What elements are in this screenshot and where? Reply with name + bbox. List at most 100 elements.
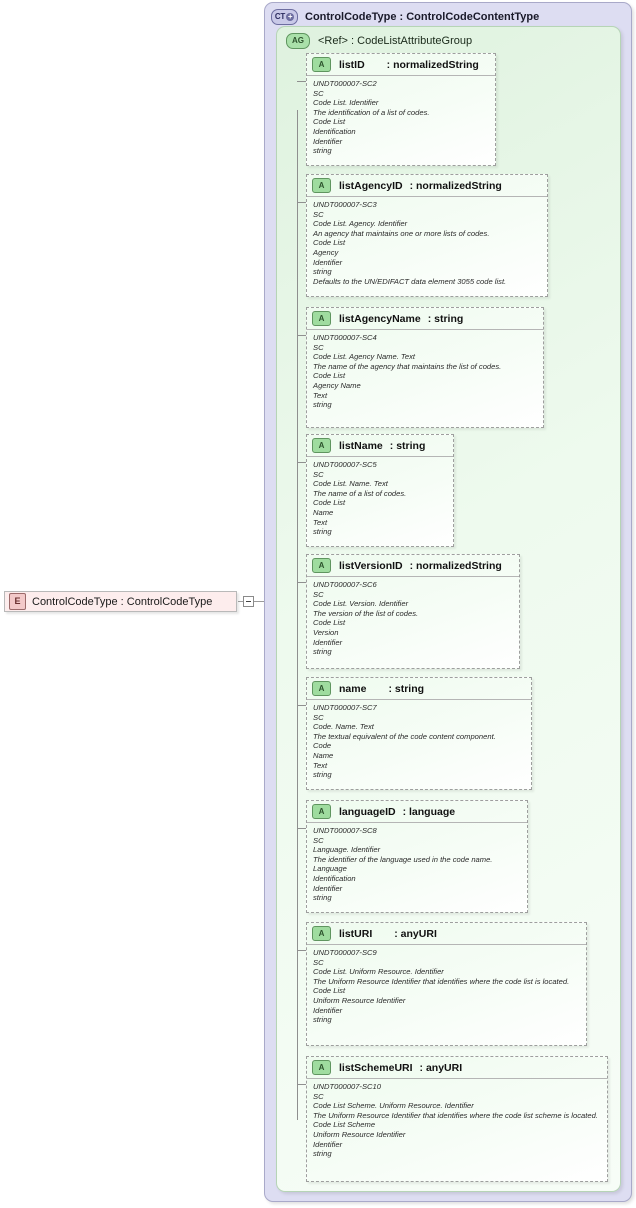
attribute-doc-line: UNDT000007-SC2	[313, 79, 377, 88]
attribute-doc-line: UNDT000007-SC3	[313, 200, 377, 209]
attribute-doc-line: The name of the agency that maintains th…	[313, 361, 502, 371]
attribute-doc-line: Agency Name	[313, 380, 361, 390]
attribute-doc-line: Identifier	[313, 1005, 343, 1015]
expand-plus-icon[interactable]: +	[286, 12, 295, 21]
attributegroup-icon: AG	[286, 32, 310, 49]
complextype-title: ControlCodeType : ControlCodeContentType	[305, 11, 540, 23]
attribute-doc-line: UNDT000007-SC8	[313, 826, 377, 835]
attribute-doc-line: UNDT000007-SC5	[313, 460, 377, 469]
attribute-name: listVersionID	[339, 559, 403, 572]
attribute-doc-line: string	[313, 267, 332, 277]
attribute-doc-line: Version	[313, 627, 339, 637]
connector-horizontal-left	[238, 601, 244, 602]
tree-branch	[297, 202, 306, 203]
attribute-name: name	[339, 682, 367, 695]
attribute-doc-line: The Uniform Resource Identifier that ide…	[313, 1110, 598, 1120]
attribute-doc-line: Code List. Name. Text	[313, 479, 388, 489]
tree-branch	[297, 81, 306, 82]
attribute-name: listID	[339, 58, 365, 71]
attribute-type: : anyURI	[394, 927, 437, 940]
attribute-doc-line: Code List. Agency Name. Text	[313, 352, 416, 362]
attribute-doc-line: Identifier	[313, 257, 343, 267]
attribute-doc-line: Identification	[313, 126, 356, 136]
attribute-icon: A	[312, 438, 331, 453]
attribute-doc-line: Identifier	[313, 883, 343, 893]
attribute-doc-line: The identifier of the language used in t…	[313, 854, 493, 864]
attribute-doc-line: string	[313, 1149, 332, 1159]
attribute-doc-line: Uniform Resource Identifier	[313, 995, 406, 1005]
attribute-doc-line: SC	[313, 209, 324, 219]
attribute-icon: A	[312, 178, 331, 193]
attribute-doc-line: The textual equivalent of the code conte…	[313, 731, 496, 741]
attribute-doc-line: Code List	[313, 371, 346, 381]
attribute-doc-line: Name	[313, 507, 334, 517]
complextype-icon[interactable]: CT+	[271, 9, 298, 25]
attributegroup-header: AG <Ref> : CodeListAttributeGroup	[286, 32, 472, 49]
attribute-icon: A	[312, 804, 331, 819]
attribute-type: : string	[388, 682, 425, 695]
tree-spine	[297, 110, 298, 1120]
attribute-doc-line: Language. Identifier	[313, 845, 381, 855]
attribute-doc-line: Uniform Resource Identifier	[313, 1129, 406, 1139]
element-node-controlcodetype[interactable]: E ControlCodeType : ControlCodeType	[4, 591, 237, 612]
attribute-type: : language	[402, 805, 456, 818]
attribute-doc-line: UNDT000007-SC9	[313, 948, 377, 957]
attribute-doc-line: Agency	[313, 247, 339, 257]
attribute-doc-line: SC	[313, 1091, 324, 1101]
attribute-doc-line: Name	[313, 750, 334, 760]
attribute-name: listAgencyName	[339, 312, 421, 325]
attribute-doc-line: UNDT000007-SC6	[313, 580, 377, 589]
attribute-type: : normalizedString	[409, 559, 502, 572]
attribute-doc-line: Code List. Agency. Identifier	[313, 219, 408, 229]
attribute-doc-line: UNDT000007-SC7	[313, 703, 377, 712]
attribute-doc-line: UNDT000007-SC4	[313, 333, 377, 342]
tree-branch	[297, 582, 306, 583]
attribute-icon: A	[312, 311, 331, 326]
element-icon: E	[9, 593, 26, 610]
attribute-doc-line: string	[313, 1015, 332, 1025]
attribute-name: languageID	[339, 805, 396, 818]
attribute-doc-line: Identification	[313, 873, 356, 883]
tree-branch	[297, 828, 306, 829]
attribute-doc-line: Language	[313, 864, 347, 874]
attribute-doc-line: string	[313, 527, 332, 537]
attribute-doc-line: string	[313, 893, 332, 903]
attribute-doc-line: string	[313, 770, 332, 780]
attribute-icon: A	[312, 926, 331, 941]
attribute-name: listSchemeURI	[339, 1061, 413, 1074]
attribute-icon: A	[312, 681, 331, 696]
attribute-doc-line: Defaults to the UN/EDIFACT data element …	[313, 276, 507, 286]
connector-horizontal-right	[254, 601, 265, 602]
attribute-doc-line: An agency that maintains one or more lis…	[313, 228, 490, 238]
attribute-doc-line: Code	[313, 741, 332, 751]
attribute-doc-line: Code List	[313, 238, 346, 248]
attribute-doc-line: Code. Name. Text	[313, 722, 374, 732]
attribute-type: : string	[389, 439, 426, 452]
attribute-doc-line: string	[313, 647, 332, 657]
attribute-doc-line: Code List	[313, 618, 346, 628]
collapse-expander-icon[interactable]	[243, 596, 254, 607]
attribute-name: listURI	[339, 927, 373, 940]
attribute-doc-line: SC	[313, 469, 324, 479]
